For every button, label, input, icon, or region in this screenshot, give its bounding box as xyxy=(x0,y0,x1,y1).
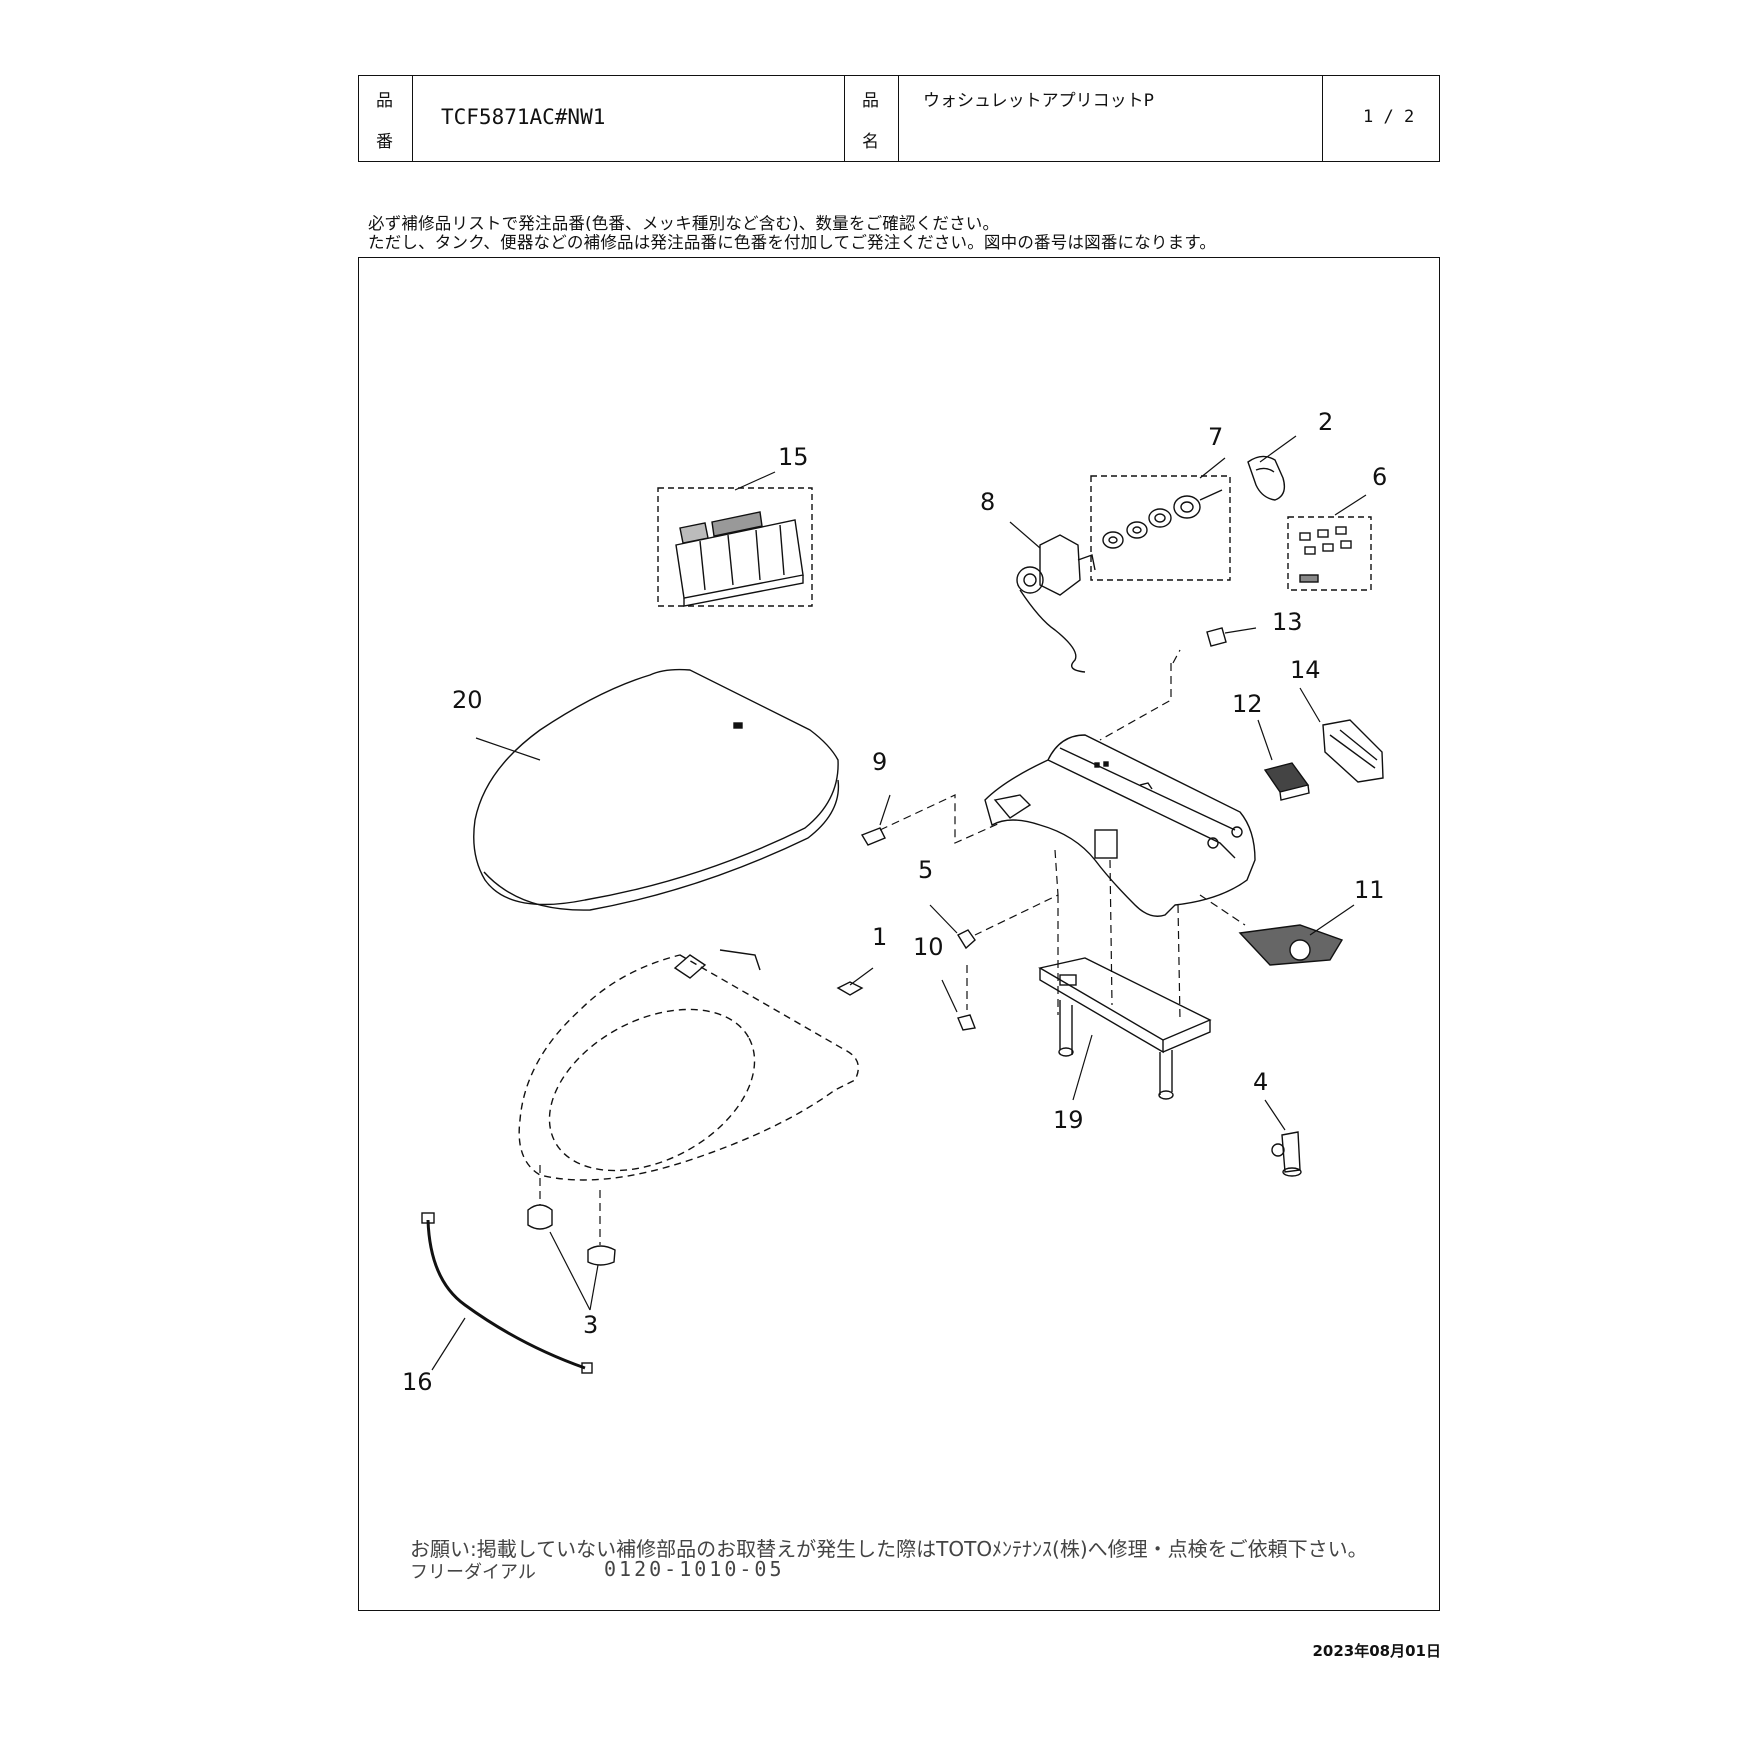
part-8-valve-unit xyxy=(1016,534,1096,673)
issue-date: 2023年08月01日 xyxy=(1312,1642,1442,1660)
part-seat-hinge xyxy=(673,949,761,979)
repair-request-note: お願い:掲載していない補修部品のお取替えが発生した際はTOTOﾒﾝﾃﾅﾝｽ(株)… xyxy=(410,1537,1368,1561)
header-table: 品 番 TCF5871AC#NW1 品 名 ウォシュレットアプリコットP 1 /… xyxy=(358,75,1440,162)
callout-15: 12 xyxy=(1232,690,1263,718)
callout-8: 8 xyxy=(980,488,995,516)
callout-7: 7 xyxy=(1208,423,1223,451)
callout-5: 5 xyxy=(918,856,933,884)
note-line-2: ただし、タンク、便器などの補修品は発注品番に色番を付加してご発注ください。図中の… xyxy=(368,233,1217,252)
part-no-label-top: 品 xyxy=(376,91,393,111)
page-number: 1 / 2 xyxy=(1363,107,1415,127)
main-body-unit xyxy=(984,734,1256,917)
callout-2: 2 xyxy=(1318,408,1333,436)
name-label-cell: 品 名 xyxy=(845,76,899,161)
note-line-1: 必ず補修品リストで発注品番(色番、メッキ種別など含む)、数量をご確認ください。 xyxy=(368,214,1000,233)
part-19-supply-hose xyxy=(421,1212,593,1374)
freedial-number: 0120-1010-05 xyxy=(604,1557,785,1581)
part-1-pad xyxy=(836,981,864,996)
part-number: TCF5871AC#NW1 xyxy=(441,105,606,129)
callout-6: 6 xyxy=(1372,463,1387,491)
callout-3: 3 xyxy=(583,1311,598,1339)
part-5-bracket xyxy=(957,929,976,950)
part-15-filter xyxy=(1263,762,1310,801)
callout-19: 16 xyxy=(402,1368,433,1396)
part-no-label-bottom: 番 xyxy=(376,132,393,152)
page-cell: 1 / 2 xyxy=(1323,76,1439,161)
part-14-vent-cover xyxy=(1322,719,1384,783)
callout-9: 19 xyxy=(1053,1106,1084,1134)
part-4-stop-valve xyxy=(1271,1131,1302,1177)
callout-10: 9 xyxy=(872,748,887,776)
part-12-bottom-cover xyxy=(1238,924,1344,966)
callout-4: 4 xyxy=(1253,1068,1268,1096)
part-toilet-seat xyxy=(518,954,859,1181)
assembly-lines xyxy=(539,649,1246,1245)
callout-14: 14 xyxy=(1290,656,1321,684)
part-10-fitting xyxy=(860,827,886,846)
part-9-base-plate xyxy=(1038,957,1212,1100)
part-13-clip xyxy=(1206,627,1227,647)
part-3-caps xyxy=(527,1204,616,1266)
callout-leaders xyxy=(431,435,1367,1371)
part-no-label-cell: 品 番 xyxy=(359,76,413,161)
callout-16: 15 xyxy=(778,443,809,471)
part-7-nozzle-set xyxy=(1090,475,1231,581)
part-6-small-parts xyxy=(1287,516,1372,591)
part-2-knob xyxy=(1247,455,1286,501)
part-16-remote-control xyxy=(657,487,813,607)
product-name: ウォシュレットアプリコットP xyxy=(923,91,1154,111)
callout-numbers: 15 7 2 6 8 13 14 12 20 9 5 11 1 10 4 19 … xyxy=(402,408,1387,1396)
diagram-frame xyxy=(358,257,1440,1611)
callout-12: 11 xyxy=(1354,876,1385,904)
name-label-top: 品 xyxy=(862,91,879,111)
freedial-label: フリーダイアル xyxy=(410,1562,536,1583)
callout-20: 20 xyxy=(452,686,483,714)
callout-13: 13 xyxy=(1272,608,1303,636)
name-label-bottom: 名 xyxy=(862,132,879,152)
product-name-cell: ウォシュレットアプリコットP xyxy=(899,76,1323,161)
callout-1: 1 xyxy=(872,923,887,951)
part-no-cell: TCF5871AC#NW1 xyxy=(413,76,845,161)
part-11-bracket xyxy=(957,1014,976,1031)
callout-11: 10 xyxy=(913,933,944,961)
part-20-toilet-lid xyxy=(473,668,840,911)
